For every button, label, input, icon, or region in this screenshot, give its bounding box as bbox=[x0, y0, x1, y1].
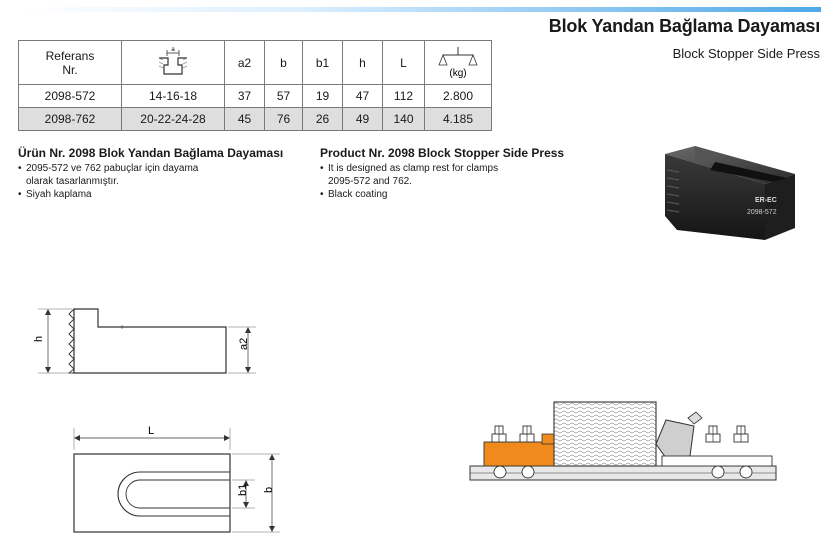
dimension-label-b1: b1 bbox=[237, 484, 249, 496]
cell-L: 140 bbox=[382, 107, 425, 131]
table-row: 2098-762 20-22-24-28 45 76 26 49 140 4.1… bbox=[18, 107, 492, 131]
assembly-illustration bbox=[469, 401, 777, 481]
description-heading: Product Nr. 2098 Block Stopper Side Pres… bbox=[320, 146, 565, 160]
cell-kg: 2.800 bbox=[424, 84, 492, 108]
header-h: h bbox=[342, 40, 383, 85]
description-bullet: 2095-572 ve 762 pabuçlar için dayamaolar… bbox=[18, 162, 298, 188]
cell-b: 57 bbox=[264, 84, 303, 108]
cell-ref: 2098-762 bbox=[18, 107, 122, 131]
header-a2: a2 bbox=[224, 40, 265, 85]
cell-a2: 37 bbox=[224, 84, 265, 108]
svg-text:a: a bbox=[171, 47, 175, 53]
cell-h: 47 bbox=[342, 84, 383, 108]
cell-a: 14-16-18 bbox=[121, 84, 225, 108]
side-view-drawing: h a2 bbox=[33, 308, 256, 374]
header-b1: b1 bbox=[302, 40, 343, 85]
header-L: L bbox=[382, 40, 425, 85]
svg-text:(kg): (kg) bbox=[449, 68, 466, 79]
scale-icon: (kg) bbox=[438, 46, 478, 79]
page-title-turkish: Blok Yandan Bağlama Dayaması bbox=[548, 16, 820, 36]
table-header-row: Referans Nr. a a2 b b1 h L bbox=[18, 40, 492, 85]
spec-table: Referans Nr. a a2 b b1 h L bbox=[18, 40, 492, 131]
product-brand-text: ER-EC bbox=[755, 197, 777, 204]
cell-ref: 2098-572 bbox=[18, 84, 122, 108]
top-view-drawing: L b1 b bbox=[73, 425, 280, 533]
cell-kg: 4.185 bbox=[424, 107, 492, 131]
description-bullet: Siyah kaplama bbox=[18, 188, 298, 201]
description-bullet: Black coating bbox=[320, 188, 600, 201]
header-reference: Referans Nr. bbox=[18, 40, 122, 85]
cell-b: 76 bbox=[264, 107, 303, 131]
page-title-english: Block Stopper Side Press bbox=[672, 46, 820, 61]
header-weight: (kg) bbox=[424, 40, 492, 85]
cell-b1: 26 bbox=[302, 107, 343, 131]
cell-a2: 45 bbox=[224, 107, 265, 131]
cell-L: 112 bbox=[382, 84, 425, 108]
cell-b1: 19 bbox=[302, 84, 343, 108]
dimension-label-L: L bbox=[148, 425, 154, 437]
description-english: Product Nr. 2098 Block Stopper Side Pres… bbox=[320, 146, 600, 202]
description-turkish: Ürün Nr. 2098 Blok Yandan Bağlama Dayama… bbox=[18, 146, 298, 202]
header-slot-size: a bbox=[121, 40, 225, 85]
dimension-label-b: b bbox=[263, 487, 275, 493]
header-gradient-rule bbox=[18, 7, 821, 12]
dimension-label-a2: a2 bbox=[238, 338, 250, 350]
cell-a: 20-22-24-28 bbox=[121, 107, 225, 131]
product-code-text: 2098-572 bbox=[747, 209, 777, 216]
cell-h: 49 bbox=[342, 107, 383, 131]
header-b: b bbox=[264, 40, 303, 85]
dimension-label-h: h bbox=[33, 336, 45, 342]
product-photo: ER-EC 2098-572 bbox=[665, 146, 795, 240]
description-heading: Ürün Nr. 2098 Blok Yandan Bağlama Dayama… bbox=[18, 146, 284, 160]
description-bullet: It is designed as clamp rest for clamps2… bbox=[320, 162, 600, 188]
table-row: 2098-572 14-16-18 37 57 19 47 112 2.800 bbox=[18, 84, 492, 108]
t-slot-icon: a bbox=[158, 47, 188, 75]
